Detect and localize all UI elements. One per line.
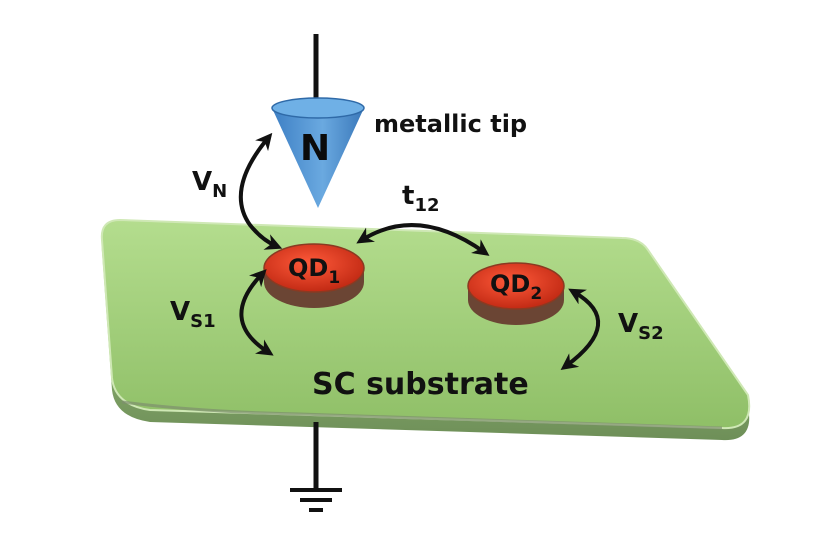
label-vn-main: V	[192, 167, 212, 197]
dot2-label-main: QD	[490, 270, 530, 298]
label-vn-sub: N	[212, 181, 227, 202]
label-t12-main: t	[402, 181, 414, 211]
dot1-label: QD1	[288, 254, 340, 288]
label-vs1-sub: S1	[190, 311, 216, 332]
label-vs2-sub: S2	[638, 323, 664, 344]
label-t12-sub: 12	[414, 195, 439, 216]
dot2-label: QD2	[490, 270, 542, 304]
label-t12: t12	[402, 181, 440, 216]
dot1-label-main: QD	[288, 254, 328, 282]
label-vs2-main: V	[618, 309, 638, 339]
substrate-label: SC substrate	[312, 367, 529, 402]
label-vn: VN	[192, 167, 227, 202]
dot1-label-sub: 1	[328, 268, 340, 288]
tip-caption: metallic tip	[374, 110, 527, 138]
metallic-tip-cone	[271, 97, 365, 208]
arrow-dot2-substrate	[560, 288, 601, 370]
ground-symbol	[290, 422, 342, 512]
arrow-tip-dot1	[238, 132, 283, 250]
tip-letter: N	[300, 128, 330, 169]
dot2-label-sub: 2	[530, 284, 542, 304]
label-vs1: VS1	[170, 297, 216, 332]
arrow-dot1-substrate	[239, 269, 274, 356]
label-vs2: VS2	[618, 309, 664, 344]
arrow-dot1-dot2	[356, 223, 490, 256]
quantum-dot-2	[467, 262, 565, 325]
label-vs1-main: V	[170, 297, 190, 327]
quantum-dot-1	[263, 243, 365, 308]
